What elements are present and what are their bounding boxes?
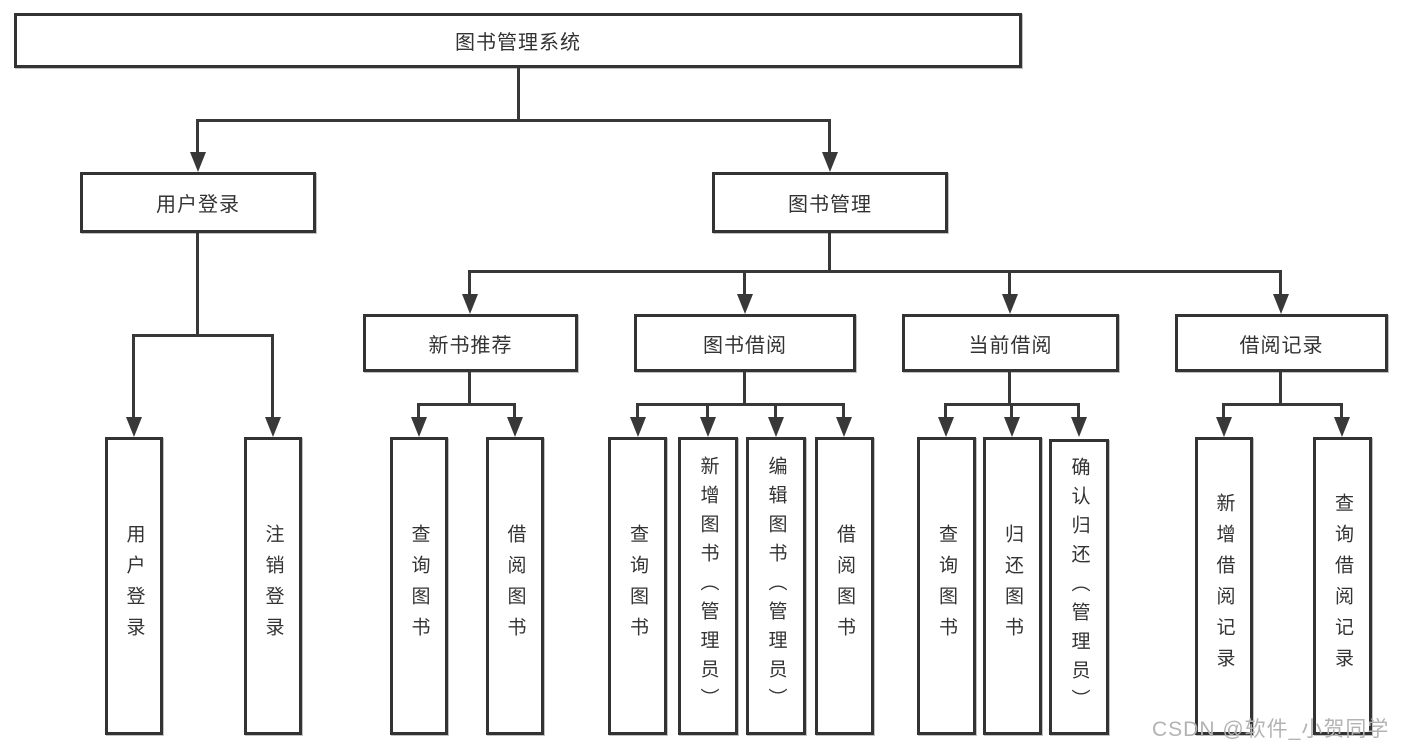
- connector-current-stem: [1008, 371, 1011, 406]
- arrowhead-to-current-borrowing: [1002, 294, 1018, 314]
- connector-stem-add-borrow-record: [1222, 403, 1225, 418]
- node-label: 新书推荐: [428, 334, 513, 357]
- node-book-borrowing: 图书借阅: [634, 314, 856, 372]
- arrowhead-to-edit-book-admin: [768, 417, 784, 437]
- node-book-management: 图书管理: [712, 172, 948, 233]
- leaf-label: 借阅图书: [834, 524, 855, 648]
- leaf-label: 借阅图书: [504, 524, 526, 648]
- leaf-user-login: 用户登录: [105, 437, 163, 735]
- leaf-label: 查询借阅记录: [1332, 493, 1353, 679]
- connector-stem-user-login: [196, 119, 199, 153]
- leaf-label: 注销登录: [262, 524, 284, 648]
- leaf-label: 归还图书: [1002, 524, 1023, 648]
- connector-stem-add-book-admin: [706, 403, 709, 418]
- leaf-label: 查询图书: [408, 524, 430, 648]
- node-label: 当前借阅: [968, 334, 1053, 357]
- leaf-label: 确认归还（管理员）: [1068, 456, 1090, 718]
- connector-recommend-bar: [417, 403, 516, 406]
- arrowhead-to-leaf-user-login: [126, 417, 142, 437]
- connector-book-management-stem: [828, 233, 831, 273]
- connector-stem-book-management: [828, 119, 831, 153]
- connector-stem-query-borrow-record: [1340, 403, 1343, 418]
- arrowhead-to-confirm-return-admin: [1071, 417, 1087, 437]
- connector-stem-borrow-books-borrow: [842, 403, 845, 418]
- leaf-return-book: 归还图书: [983, 437, 1042, 735]
- connector-stem-new-book-recommend: [468, 270, 471, 296]
- node-root-library-system: 图书管理系统: [14, 13, 1022, 68]
- connector-stem-query-books-borrow: [636, 403, 639, 418]
- connector-stem-borrowing-records: [1279, 270, 1282, 296]
- leaf-edit-book-admin: 编辑图书（管理员）: [746, 437, 806, 735]
- connector-borrowing-bar: [636, 403, 845, 406]
- leaf-label: 查询图书: [936, 524, 957, 648]
- connector-records-stem: [1279, 371, 1282, 406]
- csdn-watermark: CSDN @软件_小贺同学: [1152, 718, 1390, 741]
- connector-stem-current-borrowing: [1008, 270, 1011, 296]
- leaf-query-books-recommend: 查询图书: [390, 437, 448, 735]
- leaf-label: 用户登录: [123, 524, 145, 648]
- connector-stem-leaf-user-login: [132, 334, 135, 418]
- connector-level1-bar: [196, 119, 831, 122]
- connector-stem-confirm-return-admin: [1077, 403, 1080, 418]
- arrowhead-to-user-login: [190, 152, 206, 172]
- arrowhead-to-query-books-current: [938, 417, 954, 437]
- connector-root-stem: [517, 68, 520, 122]
- node-current-borrowing: 当前借阅: [902, 314, 1119, 372]
- connector-level2-bar: [468, 270, 1282, 273]
- node-label: 用户登录: [156, 194, 240, 216]
- connector-recommend-stem: [468, 371, 471, 406]
- connector-stem-return-book: [1010, 403, 1013, 418]
- arrowhead-to-borrowing-records: [1273, 294, 1289, 314]
- arrowhead-to-query-books-recommend: [411, 417, 427, 437]
- leaf-logout: 注销登录: [244, 437, 302, 735]
- arrowhead-to-leaf-logout: [265, 417, 281, 437]
- leaf-label: 新增图书（管理员）: [697, 455, 719, 717]
- node-label: 图书借阅: [703, 334, 787, 357]
- leaf-borrow-books-recommend: 借阅图书: [486, 437, 544, 735]
- connector-stem-borrow-books-recommend: [513, 403, 516, 418]
- connector-stem-query-books-recommend: [417, 403, 420, 418]
- connector-stem-book-borrowing: [743, 270, 746, 296]
- node-new-book-recommend: 新书推荐: [363, 314, 578, 372]
- leaf-query-books-borrow: 查询图书: [608, 437, 667, 735]
- connector-stem-query-books-current: [944, 403, 947, 418]
- leaf-label: 查询图书: [627, 524, 648, 648]
- leaf-label: 编辑图书（管理员）: [765, 455, 787, 717]
- arrowhead-to-new-book-recommend: [462, 294, 478, 314]
- arrowhead-to-return-book: [1004, 417, 1020, 437]
- node-borrowing-records: 借阅记录: [1175, 314, 1388, 372]
- connector-login-bar: [132, 334, 274, 337]
- connector-records-bar: [1222, 403, 1343, 406]
- connector-stem-edit-book-admin: [774, 403, 777, 418]
- leaf-label: 新增借阅记录: [1213, 493, 1235, 679]
- connector-borrowing-stem: [743, 371, 746, 406]
- node-user-login: 用户登录: [80, 172, 316, 233]
- connector-user-login-stem: [196, 233, 199, 337]
- arrowhead-to-query-borrow-record: [1334, 417, 1350, 437]
- leaf-confirm-return-admin: 确认归还（管理员）: [1049, 439, 1109, 735]
- node-label: 图书管理: [788, 194, 872, 216]
- leaf-query-borrow-record: 查询借阅记录: [1313, 437, 1372, 735]
- arrowhead-to-borrow-books-recommend: [507, 417, 523, 437]
- connector-stem-leaf-logout: [271, 334, 274, 418]
- leaf-add-book-admin: 新增图书（管理员）: [678, 437, 738, 735]
- leaf-add-borrow-record: 新增借阅记录: [1195, 437, 1253, 735]
- arrowhead-to-add-borrow-record: [1216, 417, 1232, 437]
- arrowhead-to-borrow-books-borrow: [836, 417, 852, 437]
- arrowhead-to-book-management: [822, 152, 838, 172]
- node-label: 图书管理系统: [455, 32, 581, 54]
- leaf-query-books-current: 查询图书: [917, 437, 976, 735]
- arrowhead-to-book-borrowing: [737, 294, 753, 314]
- arrowhead-to-add-book-admin: [700, 417, 716, 437]
- leaf-borrow-books-borrow: 借阅图书: [815, 437, 874, 735]
- arrowhead-to-query-books-borrow: [630, 417, 646, 437]
- node-label: 借阅记录: [1239, 334, 1324, 357]
